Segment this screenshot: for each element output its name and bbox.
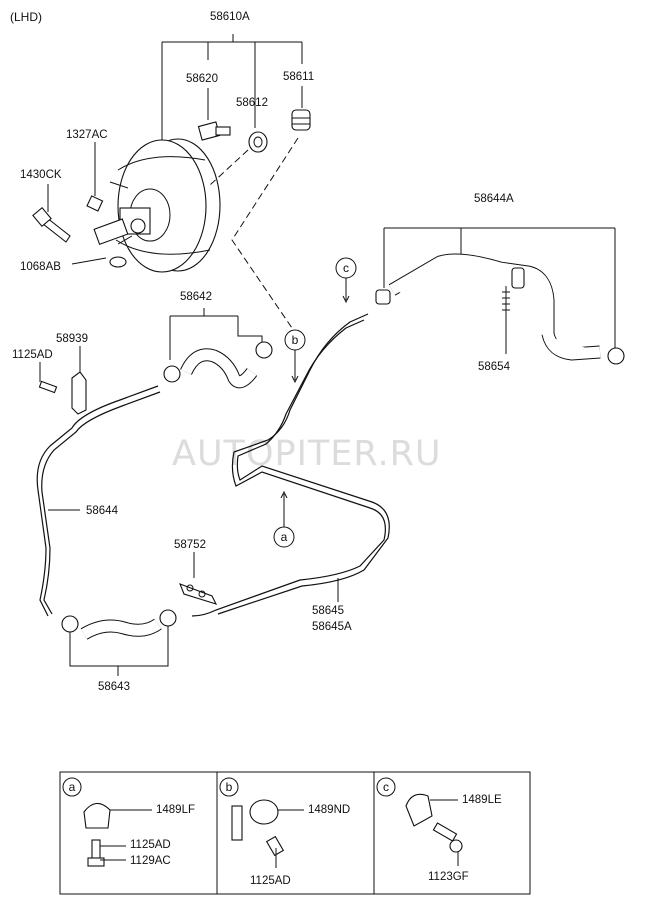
label-58611: 58611 bbox=[283, 71, 314, 83]
clip-58752 bbox=[179, 583, 218, 605]
hose-58644A bbox=[375, 253, 625, 365]
brake-booster bbox=[93, 138, 221, 273]
nut-1327AC bbox=[86, 195, 104, 212]
panel-c-leaders bbox=[430, 799, 459, 866]
watermark-text: AUTOPITER.RU bbox=[172, 434, 442, 474]
panel-c-clip bbox=[405, 793, 463, 853]
dash-link-2 bbox=[231, 137, 299, 329]
pipe-58644-inner bbox=[41, 391, 161, 615]
label-58644: 58644 bbox=[86, 505, 119, 517]
panel-c-label-2: 1123GF bbox=[428, 871, 469, 883]
panel-a-label-1: 1489LF bbox=[156, 804, 195, 816]
panel-a-clip bbox=[83, 802, 111, 867]
bolt-1430CK bbox=[32, 207, 71, 243]
label-58612: 58612 bbox=[236, 97, 268, 109]
bracket-58939 bbox=[38, 371, 87, 415]
hose-58642 bbox=[163, 341, 273, 389]
label-tree-58643 bbox=[69, 626, 169, 676]
panel-b-key: b bbox=[226, 780, 233, 794]
panel-a-leaders bbox=[100, 809, 152, 861]
pipe-58645 bbox=[191, 313, 386, 617]
hose-58643 bbox=[61, 609, 177, 640]
panel-a-label-2: 1125AD bbox=[130, 839, 171, 851]
callout-a-text: a bbox=[281, 530, 288, 544]
grommet-58612 bbox=[248, 131, 268, 153]
variant-label: (LHD) bbox=[10, 10, 42, 24]
valve-58611 bbox=[291, 109, 311, 131]
callout-c-arrow bbox=[342, 278, 350, 304]
callout-b-arrow bbox=[291, 350, 299, 384]
label-58643: 58643 bbox=[98, 681, 130, 693]
label-58752: 58752 bbox=[174, 539, 206, 551]
panel-b-label-1: 1489ND bbox=[308, 804, 350, 816]
label-58645: 58645 bbox=[312, 605, 344, 617]
label-1327AC: 1327AC bbox=[66, 129, 108, 141]
panel-b-label-2: 1125AD bbox=[250, 875, 291, 887]
pipe-58645-inner bbox=[217, 319, 390, 615]
panel-a-circle bbox=[62, 777, 82, 797]
panel-c-circle bbox=[376, 777, 396, 797]
label-tree-58642 bbox=[169, 308, 263, 360]
label-58939: 58939 bbox=[56, 333, 88, 345]
panel-b-leaders bbox=[275, 809, 304, 868]
panel-c-label-1: 1489LE bbox=[462, 794, 502, 806]
panel-b-clip bbox=[231, 799, 285, 857]
panel-a-key: a bbox=[69, 780, 76, 794]
leaders-58939 bbox=[39, 346, 81, 382]
callout-c-text: c bbox=[343, 261, 349, 275]
label-58654: 58654 bbox=[478, 361, 511, 373]
label-58644A: 58644A bbox=[474, 193, 514, 205]
panel-a-label-3: 1129AC bbox=[130, 855, 171, 867]
label-tree-58644A bbox=[383, 227, 616, 350]
label-58645A: 58645A bbox=[312, 621, 352, 633]
label-1430CK: 1430CK bbox=[20, 169, 62, 181]
panel-b-circle bbox=[219, 777, 239, 797]
booster-label-tree bbox=[47, 34, 303, 265]
label-1068AB: 1068AB bbox=[20, 261, 61, 273]
callout-b-text: b bbox=[292, 333, 299, 347]
pipe-58644 bbox=[36, 385, 159, 617]
dash-link-1 bbox=[209, 149, 249, 186]
label-58610A: 58610A bbox=[210, 11, 250, 23]
callout-a-arrow bbox=[280, 490, 288, 527]
label-1125AD: 1125AD bbox=[12, 349, 53, 361]
panel-c-key: c bbox=[383, 780, 389, 794]
check-valve-58620 bbox=[197, 121, 231, 141]
label-58620: 58620 bbox=[186, 73, 218, 85]
label-58642: 58642 bbox=[180, 291, 212, 303]
